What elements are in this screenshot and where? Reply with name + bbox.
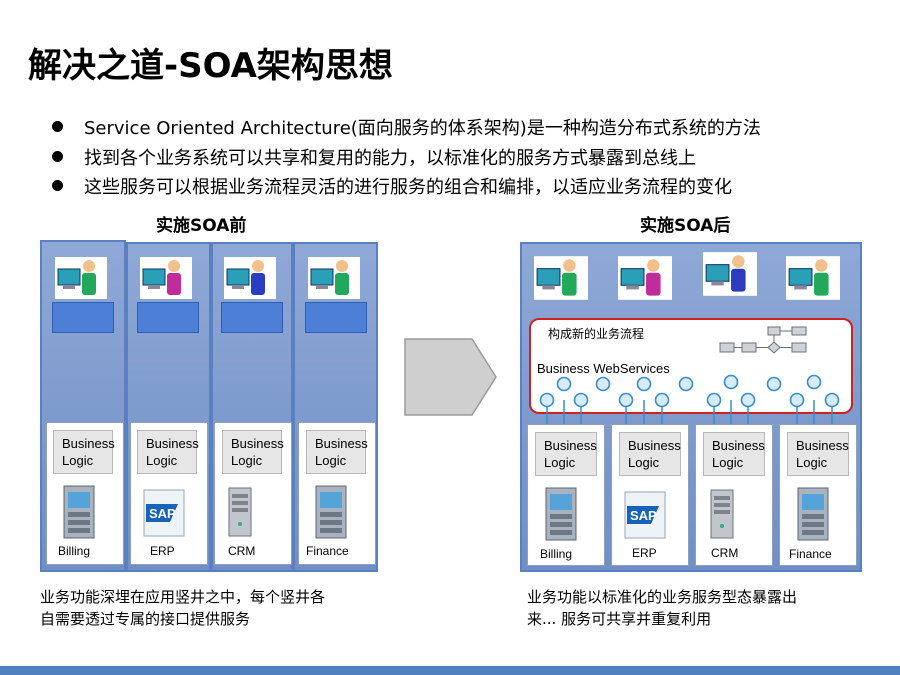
user-computer-icon [618,256,672,304]
system-label: ERP [150,544,175,558]
service-gear-icon [573,392,589,408]
interface-box [137,302,199,333]
service-gear-icon [539,392,555,408]
logic-label: Logic [62,453,94,468]
services-layer [539,374,840,426]
logic-label: Business [628,438,681,453]
interface-box [305,302,367,333]
interface-box [52,302,114,333]
service-gear-icon [766,376,782,392]
bullet-dot-icon [52,121,63,132]
service-gear-icon [678,376,694,392]
user-computer-icon [786,256,840,304]
transition-arrow-icon [404,338,498,420]
system-label: CRM [228,544,256,558]
process-label: 构成新的业务流程 [548,327,645,341]
bullet-3-text: 这些服务可以根据业务流程灵活的进行服务的组合和编排，以适应业务流程的变化 [84,177,732,198]
service-gear-icon [706,392,722,408]
after-note: 业务功能以标准化的业务服务型态暴露出 来... 服务可共享并重复利用 [527,586,797,630]
service-gear-icon [740,392,756,408]
system-label: Billing [540,547,573,561]
bullet-dot-icon [52,180,63,191]
user-computer-icon [55,257,107,303]
webservices-label: Business WebServices [537,361,670,376]
logic-label: Business [712,438,765,453]
service-gear-icon [636,376,652,392]
logic-label: Logic [712,455,744,470]
logic-label: Business [231,436,284,451]
user-computer-icon [308,257,360,303]
bottom-bar [0,666,900,675]
service-gear-icon [556,376,572,392]
service-gear-icon [806,374,822,390]
logic-label: Logic [146,453,178,468]
logic-label: Logic [628,455,660,470]
service-gear-icon [723,374,739,390]
bullet-2-text: 找到各个业务系统可以共享和复用的能力，以标准化的服务方式暴露到总线上 [84,148,696,169]
logic-label: Business [796,438,849,453]
system-label: Finance [789,547,832,561]
page-title: 解决之道-SOA架构思想 [28,46,393,86]
service-gear-icon [824,392,840,408]
service-gear-icon [618,392,634,408]
sap-icon: SAP [142,488,188,542]
service-gear-icon [595,376,611,392]
system-label: Billing [58,544,91,558]
server-icon [796,486,832,546]
user-computer-icon [703,252,757,300]
system-label: Finance [306,544,349,558]
before-note: 业务功能深埋在应用竖井之中，每个竖井各 自需要透过专属的接口提供服务 [40,586,325,630]
user-computer-icon [140,257,192,303]
logic-label: Business [315,436,368,451]
server-icon [544,486,580,546]
user-computer-icon [224,257,276,303]
interface-box [221,302,283,333]
sap-icon: SAP [623,490,669,544]
tower-server-icon [708,488,738,544]
server-icon [62,484,98,544]
after-note-line: 业务功能以标准化的业务服务型态暴露出 [527,588,798,606]
process-flow-icon [718,325,810,361]
logic-label: Logic [315,453,347,468]
logic-label: Business [62,436,115,451]
after-note-line: 来... 服务可共享并重复利用 [527,610,712,628]
server-icon [314,484,350,544]
bullet-1-text: Service Oriented Architecture(面向服务的体系架构)… [84,118,761,139]
before-note-line: 自需要透过专属的接口提供服务 [40,610,251,628]
logic-label: Logic [796,455,828,470]
tower-server-icon [226,486,256,542]
bullet-dot-icon [52,151,63,162]
user-computer-icon [534,256,588,304]
svg-text:SAP: SAP [630,508,657,523]
logic-label: Logic [231,453,263,468]
after-caption: 实施SOA后 [640,216,731,236]
before-note-line: 业务功能深埋在应用竖井之中，每个竖井各 [40,588,326,606]
logic-label: Logic [544,455,576,470]
before-caption: 实施SOA前 [156,216,247,236]
system-label: CRM [711,546,739,560]
service-gear-icon [654,392,670,408]
logic-label: Business [544,438,597,453]
service-gear-icon [789,392,805,408]
logic-label: Business [146,436,199,451]
system-label: ERP [632,546,657,560]
svg-text:SAP: SAP [149,506,176,521]
